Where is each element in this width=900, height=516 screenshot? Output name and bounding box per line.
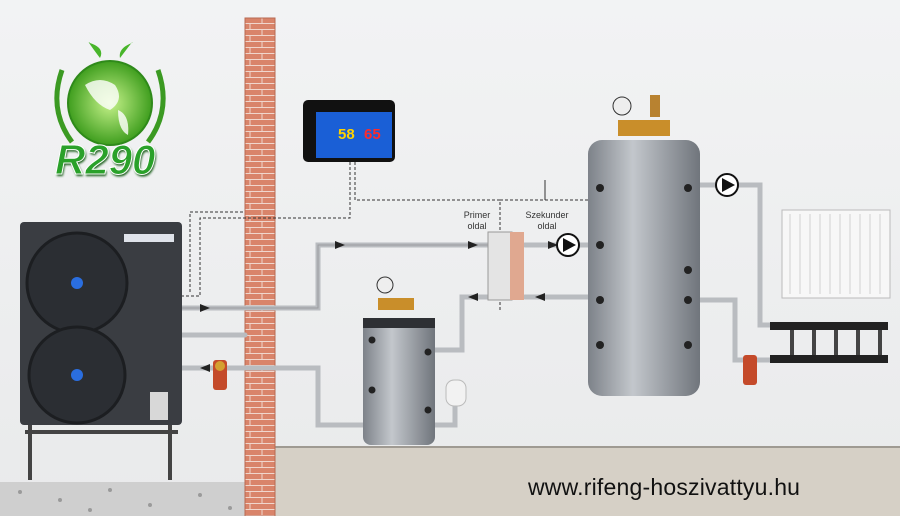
buffer-tank-small — [363, 276, 435, 445]
buffer-tank-large — [588, 95, 700, 396]
magnetic-filter-2 — [743, 355, 757, 385]
controller-temp-left: 58 — [338, 126, 355, 143]
circulation-pump — [556, 233, 580, 257]
underfloor-manifold — [770, 322, 888, 363]
radiator — [781, 209, 891, 299]
plate-heat-exchanger — [487, 231, 524, 301]
wall-controller — [303, 100, 395, 162]
magnetic-filter — [213, 360, 227, 390]
controller-temp-right: 65 — [364, 126, 381, 143]
secondary-line1: Szekunder — [525, 210, 569, 220]
circulation-pump-2 — [715, 173, 739, 197]
secondary-line2: oldal — [537, 221, 557, 231]
flow-arrows — [200, 241, 558, 372]
brick-wall — [244, 17, 276, 516]
website-url[interactable]: www.rifeng-hoszivattyu.hu — [528, 474, 801, 500]
r290-logo-text: R290 — [54, 136, 156, 184]
gravel — [0, 482, 245, 516]
temp-right-value: 65 — [364, 126, 381, 143]
temp-left-value: 58 — [338, 126, 355, 143]
expansion-vessel — [445, 379, 467, 407]
floor — [275, 447, 900, 516]
r290-globe-logo — [54, 42, 166, 146]
primary-line1: Primer — [463, 210, 491, 220]
primary-line2: oldal — [467, 221, 487, 231]
outdoor-heat-pump — [20, 222, 182, 480]
